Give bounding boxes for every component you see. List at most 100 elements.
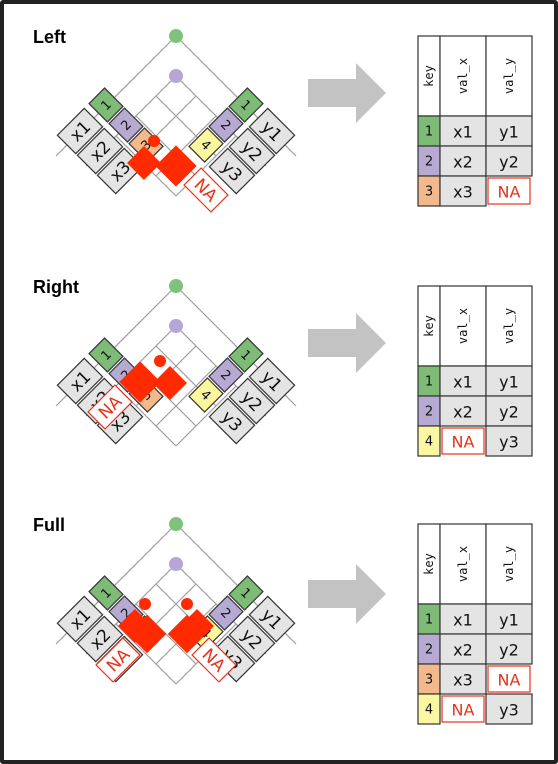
result-cell (485, 603, 533, 635)
match-marker-right-box (167, 614, 207, 654)
right-key-cell: 4 (188, 377, 224, 413)
result-cell-text: x1 (453, 373, 473, 392)
header-cell (485, 285, 533, 367)
result-cell-text: x3 (453, 671, 473, 690)
unmatched-right-dot (154, 355, 166, 367)
result-cell (487, 665, 531, 693)
right-val-cell-box (228, 377, 276, 425)
match-marker-left (127, 614, 167, 654)
result-cell (485, 693, 533, 725)
arrow-shape (308, 313, 386, 373)
result-cell-text: NA (498, 183, 521, 202)
left-val-cell-box (56, 107, 104, 155)
result-cell (441, 695, 485, 723)
panel-title: Left (33, 27, 66, 47)
right-key-cell: 1 (228, 575, 264, 611)
result-cell (439, 603, 487, 635)
result-cell-text: x3 (453, 183, 473, 202)
result-cell (439, 663, 487, 695)
result-cell-text: y1 (499, 611, 519, 630)
arrow-shape (308, 564, 386, 624)
left-key-cell: 2 (108, 107, 144, 143)
left-val-cell-box (56, 595, 104, 643)
result-cell-text: 1 (425, 125, 433, 140)
na-cell-box (87, 384, 133, 430)
right-val-cell-box (208, 397, 256, 445)
result-cell (439, 145, 487, 177)
right-key-cell: 1 (228, 337, 264, 373)
match-marker (155, 145, 197, 187)
right-val-cell-box (248, 595, 296, 643)
grid-line (155, 365, 217, 427)
arrow-shape (308, 63, 386, 123)
right-key-cell-box (228, 337, 264, 373)
unmatched-right-dot (181, 598, 193, 610)
right-key-cell-box (208, 107, 244, 143)
result-cell-text: x2 (453, 641, 473, 660)
grid-line (175, 385, 237, 447)
result-cell-text: NA (452, 433, 475, 452)
header-label: val_x (456, 546, 470, 582)
left-key-cell-box (88, 87, 124, 123)
result-cell (485, 395, 533, 427)
match-dot-1 (169, 517, 183, 531)
result-cell (487, 177, 531, 205)
result-cell-text: y2 (499, 153, 519, 172)
result-cell-text: 4 (425, 435, 433, 450)
match-dot-1 (169, 29, 183, 43)
unmatched-left-dot (148, 135, 160, 147)
match-dot-1 (169, 279, 183, 293)
header-label: val_x (456, 58, 470, 94)
header-label: val_y (502, 308, 516, 344)
result-cell-text: x2 (453, 403, 473, 422)
result-cell (417, 425, 441, 457)
left-val-cell: x2 (76, 615, 124, 663)
right-val-cell-box (228, 615, 276, 663)
right-key-cell: 2 (208, 357, 244, 393)
result-cell-text: x1 (453, 611, 473, 630)
na-cell-left-box (95, 637, 141, 683)
match-marker-box (155, 145, 197, 187)
result-cell-text: y3 (499, 433, 519, 452)
left-key-cell-box (88, 337, 124, 373)
result-cell-text: y1 (499, 373, 519, 392)
result-cell (441, 427, 485, 455)
left-val-cell: x1 (56, 107, 104, 155)
match-dot-2 (169, 319, 183, 333)
header-label: val_x (456, 308, 470, 344)
right-val-cell-box (248, 357, 296, 405)
right-val-cell-box (248, 107, 296, 155)
na-cell-right-box (191, 637, 237, 683)
result-cell (485, 115, 533, 147)
header-label: key (422, 553, 436, 575)
result-cell-text: 2 (425, 155, 433, 170)
header-label: key (422, 65, 436, 87)
na-cell-box (183, 167, 229, 213)
right-key-cell: 2 (208, 107, 244, 143)
panel-title: Right (33, 277, 79, 297)
result-cell-text: 1 (425, 613, 433, 628)
header-label: val_y (502, 58, 516, 94)
right-key-cell-box (208, 357, 244, 393)
result-cell (485, 145, 533, 177)
result-cell-text: 2 (425, 643, 433, 658)
result-cell-text: y2 (499, 641, 519, 660)
left-val-cell-box (76, 615, 124, 663)
right-key-cell-box (208, 595, 244, 631)
panel-right: Right1x12x23x31y12y24y3NAkeyval_xval_y1x… (33, 277, 533, 457)
left-key-cell-box (108, 107, 144, 143)
result-cell (485, 425, 533, 457)
result-cell (485, 633, 533, 665)
result-cell-text: 3 (425, 185, 433, 200)
right-key-cell-box (228, 575, 264, 611)
right-key-cell: 2 (208, 595, 244, 631)
result-cell-text: 2 (425, 405, 433, 420)
left-val-cell-box (76, 127, 124, 175)
right-val-cell-box (208, 147, 256, 195)
result-cell-text: x1 (453, 123, 473, 142)
result-cell-text: 3 (425, 673, 433, 688)
